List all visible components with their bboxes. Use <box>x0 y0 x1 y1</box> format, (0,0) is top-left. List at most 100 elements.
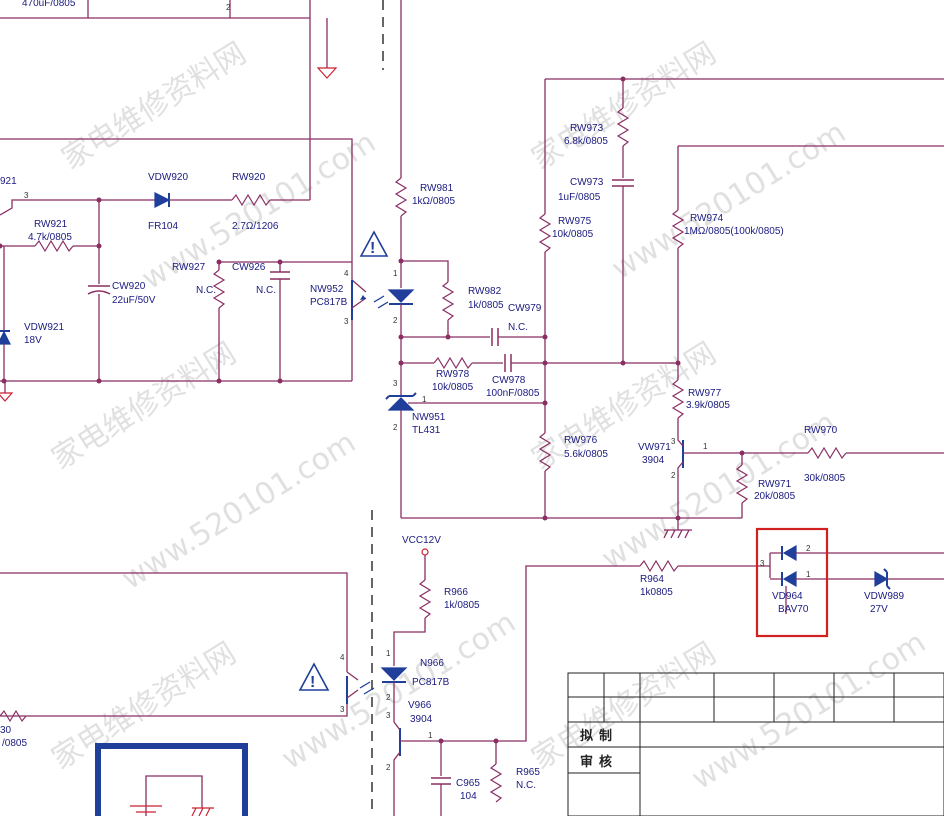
svg-text:3: 3 <box>386 711 391 720</box>
highlight-box-red <box>755 527 829 638</box>
warning-icon: ! <box>298 662 330 691</box>
svg-text:1: 1 <box>386 649 391 658</box>
vdw921-value: 18V <box>24 335 42 346</box>
v966-ref: V966 <box>408 700 432 711</box>
top-left-section: 470uF/0805 2 <box>0 0 353 262</box>
watermarks: 家电维修资料网 www.520101.com 家电维修资料网 www.52010… <box>46 36 932 797</box>
led-nw952 <box>387 289 415 303</box>
svg-text:1: 1 <box>806 570 811 579</box>
rw927-value: N.C. <box>196 285 216 296</box>
nw952-ref: NW952 <box>310 284 344 295</box>
cw978-ref: CW978 <box>492 375 526 386</box>
rw975-value: 10k/0805 <box>552 229 594 240</box>
top-cap-label: 470uF/0805 <box>22 0 76 9</box>
cw920-value: 22uF/50V <box>112 295 156 306</box>
rw976-value: 5.6k/0805 <box>564 449 608 460</box>
rw982-ref: RW982 <box>468 286 502 297</box>
cw973-value: 1uF/0805 <box>558 192 601 203</box>
bottom-left-section: 4 3 ! 30 /0805 <box>0 572 375 749</box>
rw971-ref: RW971 <box>758 479 792 490</box>
r964-ref: R964 <box>640 574 664 585</box>
rw973-value: 6.8k/0805 <box>564 136 608 147</box>
rw974-ref: RW974 <box>690 213 724 224</box>
rw982-value: 1k/0805 <box>468 300 504 311</box>
zener-vdw989 <box>874 570 889 588</box>
warning-icon: ! <box>359 230 389 257</box>
watermark-cn: 家电维修资料网 <box>46 336 243 477</box>
rw920-ref: RW920 <box>232 172 266 183</box>
vd964-ref: VD964 <box>772 591 803 602</box>
nw952-section: 4 3 NW952 PC817B ! <box>310 230 389 381</box>
svg-text:1: 1 <box>422 395 427 404</box>
watermark-cn: 家电维修资料网 <box>526 636 723 777</box>
q921-section: 921 3 RW921 4.7k/0805 VDW921 18V <box>0 176 102 402</box>
vdw920-value: FR104 <box>148 221 178 232</box>
svg-text:1: 1 <box>393 269 398 278</box>
cw978-value: 100nF/0805 <box>486 388 540 399</box>
c965-value: 104 <box>460 791 477 802</box>
svg-text:2: 2 <box>806 544 811 553</box>
svg-text:2: 2 <box>393 316 398 325</box>
rw978-ref: RW978 <box>436 369 470 380</box>
led-n966 <box>380 667 408 681</box>
cw973-ref: CW973 <box>570 177 604 188</box>
zener-nw951 <box>387 397 415 411</box>
svg-text:1: 1 <box>428 731 433 740</box>
rw920-value: 2.7Ω/1206 <box>232 221 279 232</box>
q921-ref: 921 <box>0 176 17 187</box>
highlight-box-blue <box>95 743 248 816</box>
vd964-section: R964 1k0805 3 2 1 VD964 BAV70 VDW989 27V <box>639 527 944 638</box>
diode-vd964-a <box>782 544 797 562</box>
r966-value: 1k/0805 <box>444 600 480 611</box>
vcc12v-section: VCC12V R966 1k/0805 1 2 N966 PC817B 3 1 … <box>380 535 640 816</box>
nw951-section: RW978 10k/0805 CW978 100nF/0805 3 1 2 NW… <box>385 354 681 518</box>
rw970-ref: RW970 <box>804 425 838 436</box>
svg-text:4: 4 <box>340 653 345 662</box>
svg-text:3: 3 <box>340 705 345 714</box>
vd964-value: BAV70 <box>778 604 809 615</box>
svg-text:3: 3 <box>393 379 398 388</box>
rw978-value: 10k/0805 <box>432 382 474 393</box>
svg-text:3: 3 <box>344 317 349 326</box>
svg-text:3: 3 <box>24 191 29 200</box>
rw976-ref: RW976 <box>564 435 598 446</box>
cw926-value: N.C. <box>256 285 276 296</box>
nw952-value: PC817B <box>310 297 348 308</box>
nw951-value: TL431 <box>412 425 441 436</box>
svg-text:2: 2 <box>226 3 231 12</box>
left-resistor-ref: 30 <box>0 725 12 736</box>
svg-text:3: 3 <box>760 559 765 568</box>
rw974-section: RW974 1MΩ/0805(100k/0805) RW977 3.9k/080… <box>638 145 944 539</box>
vdw921-ref: VDW921 <box>24 322 64 333</box>
watermark-url: www.520101.com <box>606 115 852 287</box>
rw927-ref: RW927 <box>172 262 206 273</box>
vcc12v-label: VCC12V <box>402 535 441 546</box>
rw975-ref: RW975 <box>558 216 592 227</box>
cw926-ref: CW926 <box>232 262 266 273</box>
nw951-ref: NW951 <box>412 412 446 423</box>
cw979-value: N.C. <box>508 322 528 333</box>
n966-ref: N966 <box>420 658 444 669</box>
rw981-ref: RW981 <box>420 183 454 194</box>
ground-symbol <box>663 518 692 539</box>
svg-text:2: 2 <box>393 423 398 432</box>
watermark-cn: 家电维修资料网 <box>526 36 723 177</box>
svg-text:!: ! <box>370 240 375 257</box>
tb-draft-label: 拟制 <box>580 728 618 744</box>
rw973-section: RW973 6.8k/0805 CW973 1uF/0805 RW975 10k… <box>401 76 944 521</box>
watermark-url: www.520101.com <box>116 425 362 597</box>
svg-text:1: 1 <box>703 442 708 451</box>
watermark-cn: 家电维修资料网 <box>56 36 253 177</box>
tb-review-label: 审核 <box>580 754 618 770</box>
diode-vdw921 <box>0 330 11 345</box>
r966-ref: R966 <box>444 587 468 598</box>
cw920-ref: CW920 <box>112 281 146 292</box>
rw981-section: RW981 1kΩ/0805 1 2 RW982 1k/0805 CW979 N… <box>387 0 548 363</box>
diode-vd964-b <box>782 570 797 588</box>
n966-value: PC817B <box>412 677 450 688</box>
rw977-value: 3.9k/0805 <box>686 400 730 411</box>
watermark-url: www.520101.com <box>686 625 932 797</box>
rw974-value: 1MΩ/0805(100k/0805) <box>684 226 784 237</box>
rw977-ref: RW977 <box>688 388 722 399</box>
vw971-value: 3904 <box>642 455 665 466</box>
